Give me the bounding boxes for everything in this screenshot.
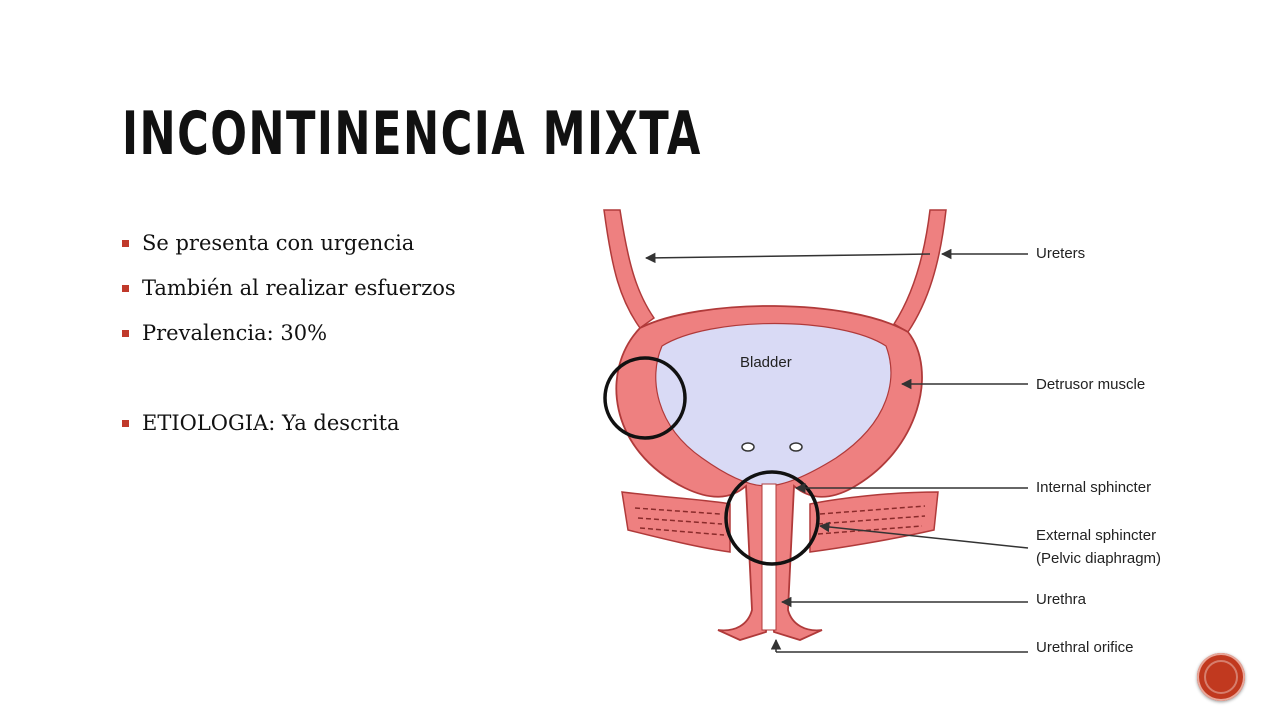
bullet-item: Se presenta con urgencia — [122, 226, 456, 271]
bullet-square-icon — [122, 330, 129, 337]
slide-title: Incontinencia Mixta — [122, 99, 702, 169]
bullet-text: Se presenta con urgencia — [142, 231, 415, 255]
label-pelvic-diaphragm: (Pelvic diaphragm) — [1036, 550, 1161, 567]
bullet-item: Prevalencia: 30% — [122, 316, 456, 361]
bullet-list: Se presenta con urgencia También al real… — [122, 226, 456, 451]
muscle-fibers — [634, 505, 926, 536]
bullet-square-icon — [122, 240, 129, 247]
bullet-text: Prevalencia: 30% — [142, 321, 328, 345]
bullet-text: También al realizar esfuerzos — [142, 276, 456, 300]
pelvic-diaphragm-left — [621, 491, 731, 553]
label-urethra: Urethra — [1036, 591, 1087, 608]
next-slide-button[interactable] — [1197, 653, 1245, 701]
label-external-sphincter: External sphincter — [1036, 527, 1156, 544]
label-ureters: Ureters — [1036, 245, 1085, 262]
urethra-lumen — [761, 483, 777, 631]
bullet-item: ETIOLOGIA: Ya descrita — [122, 406, 456, 451]
label-urethral-orifice: Urethral orifice — [1036, 639, 1134, 656]
bladder-anatomy-diagram: Bladder Ureters Detrusor muscle Internal… — [603, 209, 1161, 656]
bullet-square-icon — [122, 285, 129, 292]
pelvic-diaphragm-right — [809, 491, 939, 553]
label-internal-sphincter: Internal sphincter — [1036, 479, 1151, 496]
bullet-square-icon — [122, 420, 129, 427]
left-ureter — [603, 209, 656, 330]
highlight-circle-sphincter — [724, 470, 820, 566]
bladder-lumen — [655, 322, 892, 487]
bullet-item: También al realizar esfuerzos — [122, 271, 456, 316]
bladder-label: Bladder — [740, 354, 792, 371]
bullet-text: ETIOLOGIA: Ya descrita — [142, 411, 400, 435]
highlight-circle-detrusor — [603, 356, 687, 440]
ureter-opening-right — [789, 442, 803, 452]
right-ureter — [892, 209, 947, 333]
ureter-opening-left — [741, 442, 755, 452]
annotation-arrows — [644, 248, 1029, 653]
label-detrusor-muscle: Detrusor muscle — [1036, 376, 1145, 393]
